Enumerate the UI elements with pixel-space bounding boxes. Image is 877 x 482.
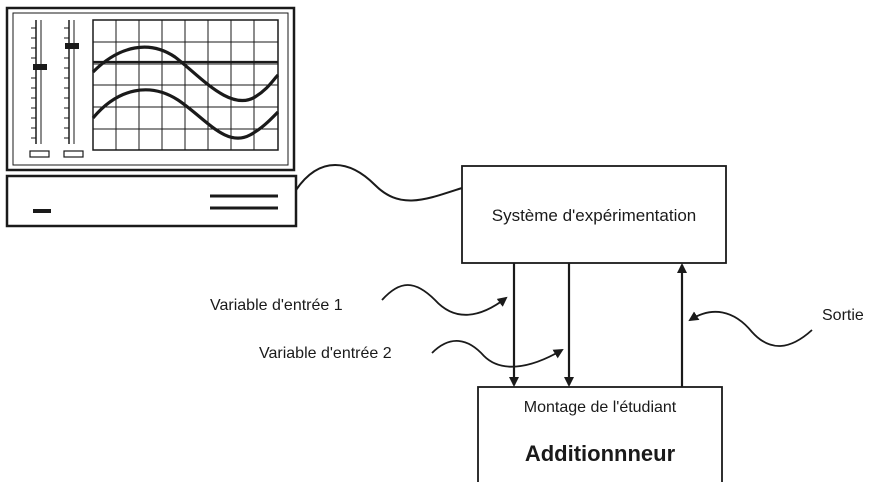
output-label: Sortie (822, 307, 864, 324)
input2-label: Variable d'entrée 2 (259, 345, 392, 362)
system-box-label: Système d'expérimentation (491, 206, 697, 225)
computer-base-unit-icon (5, 174, 298, 228)
input1-leader-curve (381, 284, 508, 316)
slider-icon (63, 20, 84, 158)
connection-cable (295, 164, 463, 202)
computer-monitor-icon (5, 6, 296, 172)
input1-label: Variable d'entrée 1 (210, 297, 343, 314)
slider-icon (29, 20, 50, 158)
student-box (477, 386, 723, 482)
student-box-label: Montage de l'étudiant (523, 399, 677, 416)
oscilloscope-screen-icon (91, 19, 280, 151)
student-box-title: Additionnneur (524, 441, 676, 466)
system-box (461, 165, 727, 264)
input2-leader-curve (431, 340, 564, 368)
sine-wave-icon (91, 45, 280, 103)
sine-wave-icon (91, 88, 280, 140)
output-leader-curve (688, 311, 813, 347)
